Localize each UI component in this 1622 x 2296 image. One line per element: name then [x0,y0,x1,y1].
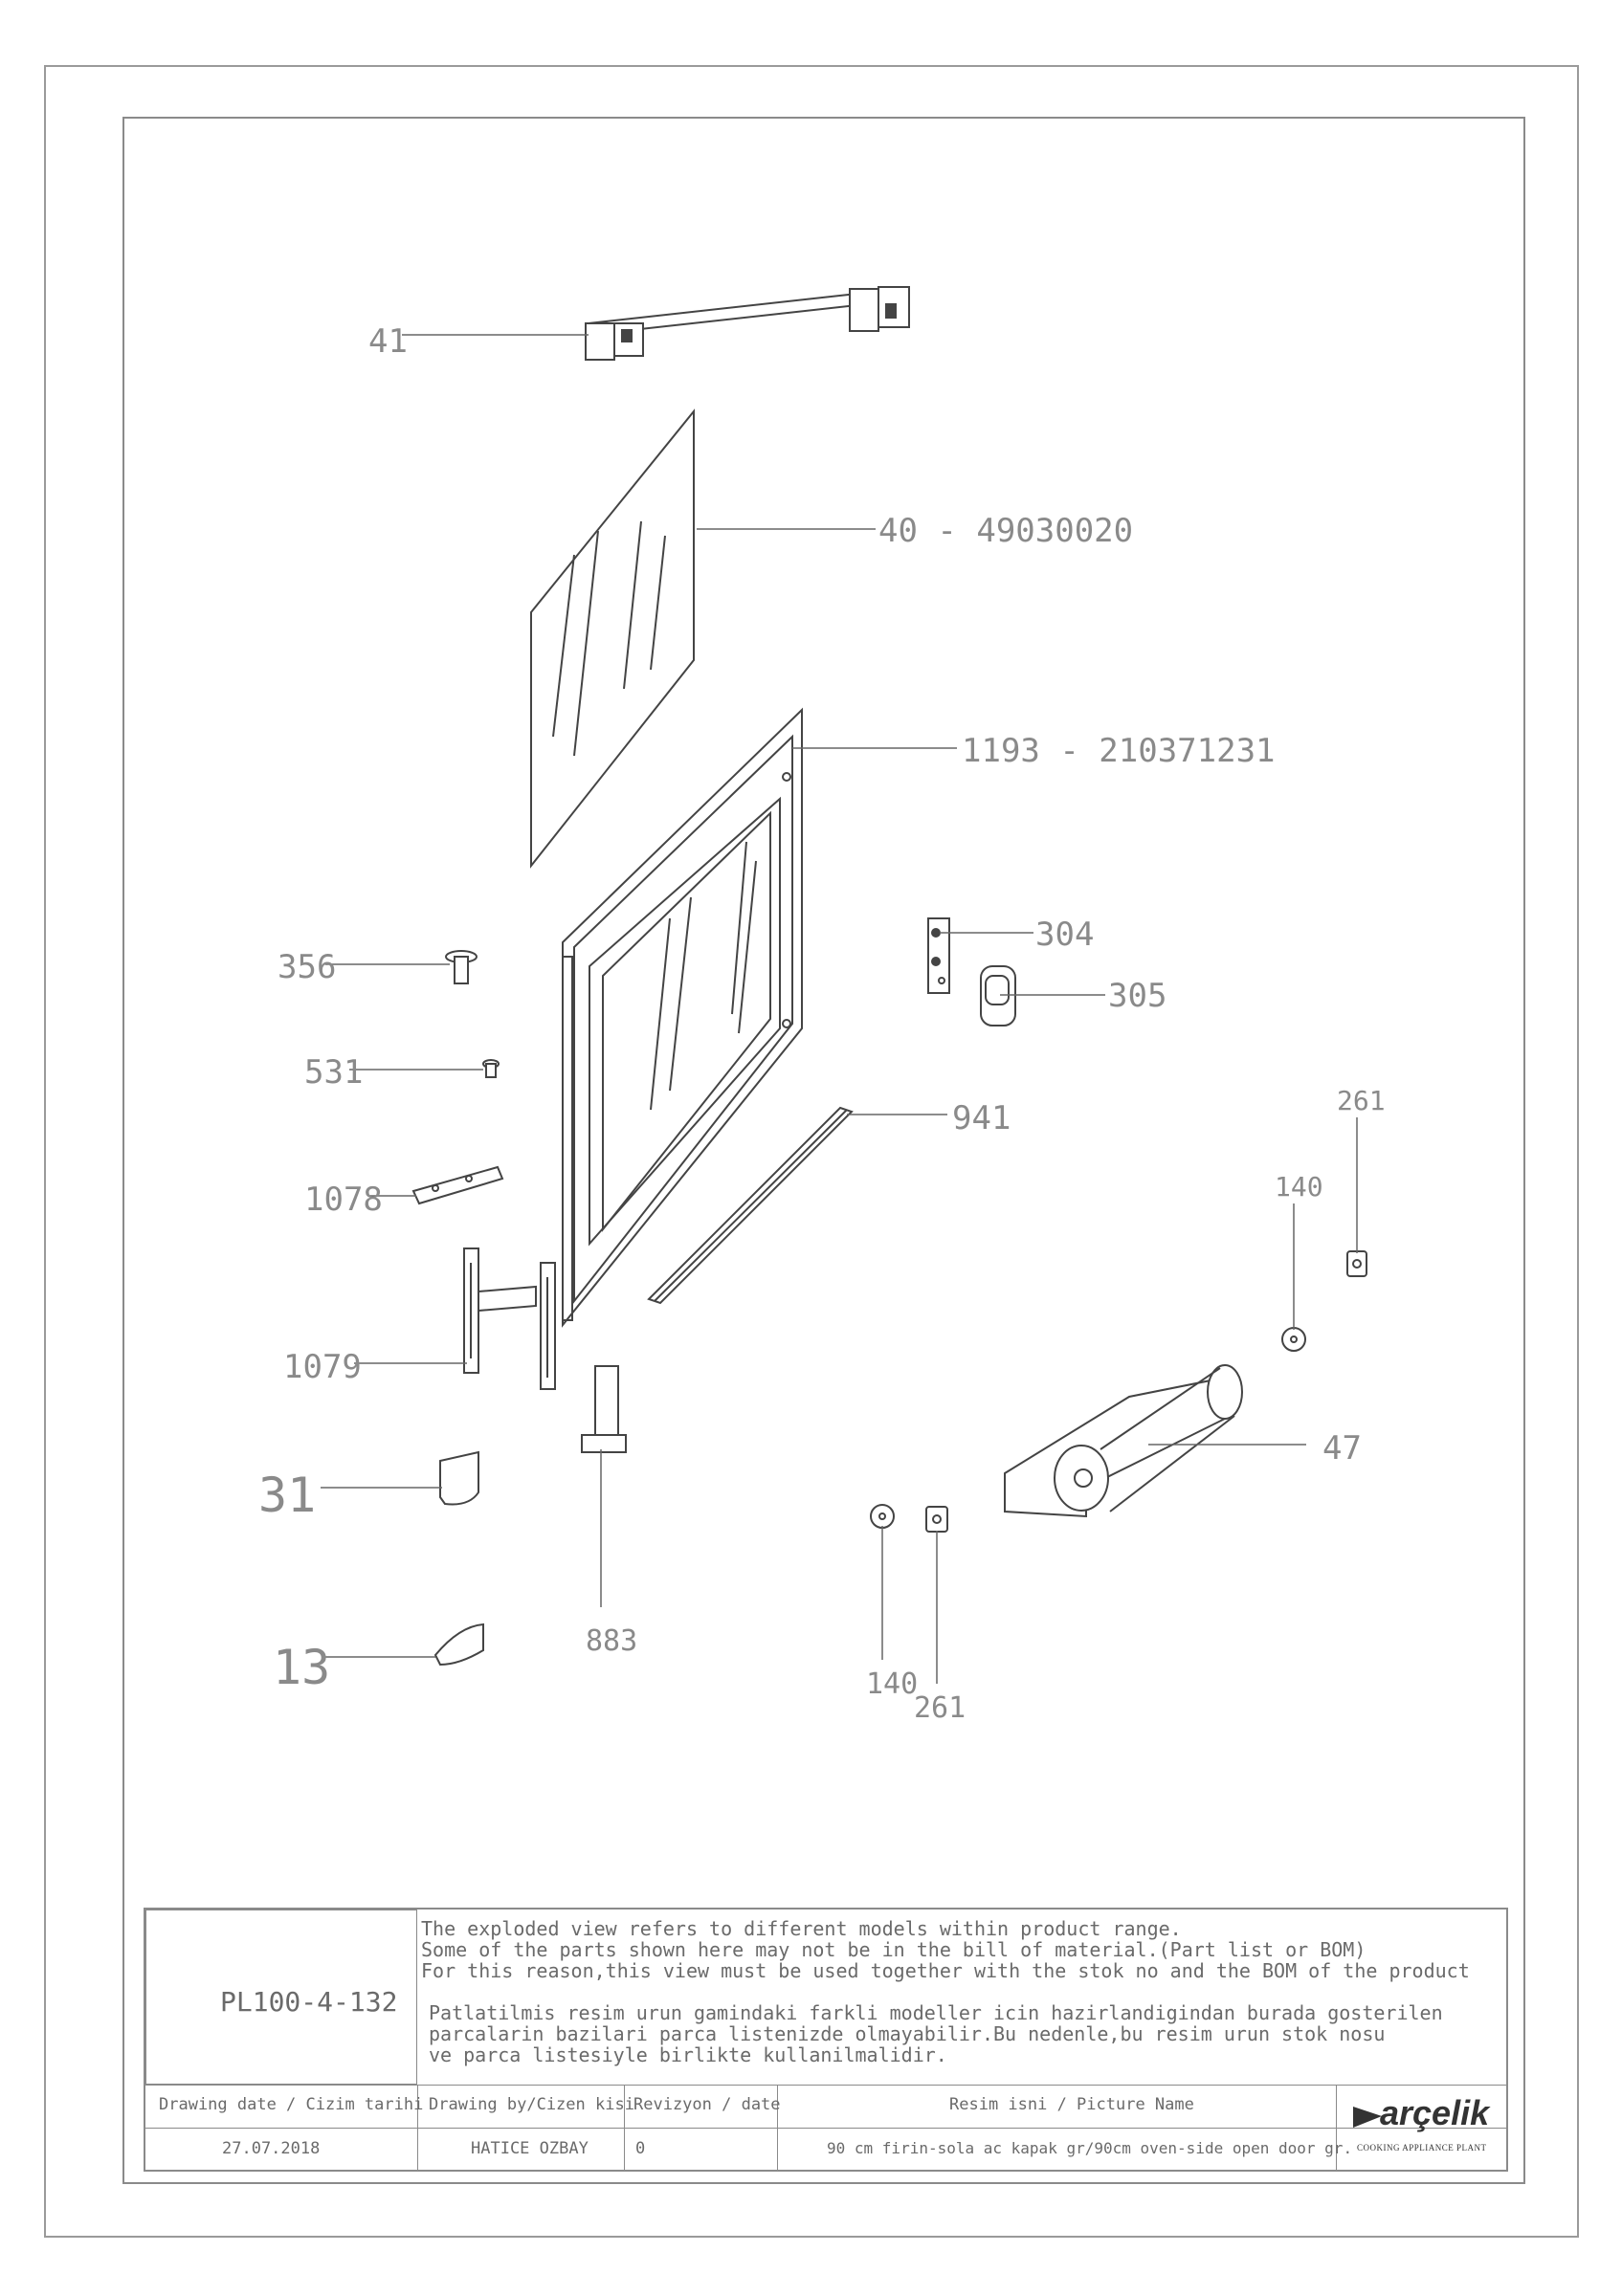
part-883 [581,1365,627,1453]
part-label-883: 883 [586,1624,637,1658]
part-label-941: 941 [952,1099,1011,1137]
part-label-1079: 1079 [283,1348,362,1386]
drawing-frame [122,117,1525,2184]
part-label-261b: 261 [914,1691,966,1725]
note-en-1: The exploded view refers to different mo… [421,1917,1182,1940]
part-label-356: 356 [278,948,336,986]
note-tr-2: parcalarin bazilari parca listenizde olm… [429,2022,1386,2045]
title-block: PL100-4-132 The exploded view refers to … [144,1908,1508,2172]
logo-brand: arçelik [1380,2093,1490,2132]
part-label-13: 13 [273,1640,330,1695]
part-label-40: 40 - 49030020 [878,512,1133,550]
note-en-3: For this reason,this view must be used t… [421,1959,1470,1982]
part-label-31: 31 [258,1468,316,1523]
part-304-bracket [927,917,950,994]
note-tr-3: ve parca listesiyle birlikte kullanilmal… [429,2043,947,2066]
sheet-border [44,65,1579,2238]
picture-name: 90 cm firin-sola ac kapak gr/90cm oven-s… [827,2139,1353,2157]
part-label-140a: 140 [1275,1171,1323,1203]
part-label-261a: 261 [1337,1085,1386,1116]
part-label-140b: 140 [866,1667,918,1701]
drawn-by-label: Drawing by/Cizen kisi [429,2095,634,2114]
part-label-41: 41 [368,322,408,361]
part-label-1193: 1193 - 210371231 [962,732,1276,770]
part-356 [445,950,478,984]
drawn-by: HATICE OZBAY [471,2139,589,2158]
part-label-305: 305 [1108,977,1167,1015]
drawing-date-label: Drawing date / Cizim tarihi [159,2095,424,2114]
logo-subtitle: COOKING APPLIANCE PLANT [1357,2143,1487,2152]
picture-name-label: Resim isni / Picture Name [949,2095,1194,2114]
arcelik-logo-mark-icon [1353,2107,1382,2128]
arcelik-logo: arçelik COOKING APPLIANCE PLANT [1347,2093,1500,2166]
part-label-1078: 1078 [304,1181,383,1219]
part-1079 [463,1247,556,1390]
leader-lines [321,334,1358,1684]
part-31 [439,1450,479,1506]
note-tr-1: Patlatilmis resim urun gamindaki farkli … [429,2001,1443,2024]
part-305-latch [980,965,1016,1027]
revision-label: Revizyon / date [633,2095,781,2114]
part-941-strip [647,1106,854,1305]
part-label-47: 47 [1322,1429,1362,1468]
drawing-date: 27.07.2018 [222,2139,321,2158]
part-13 [433,1623,484,1667]
part-label-531: 531 [304,1053,363,1092]
part-40-glass [530,408,695,869]
part-261-nuts [925,1250,1367,1533]
drawing-number-cell [145,1910,417,2085]
revision: 0 [635,2139,646,2158]
part-531 [482,1059,500,1078]
note-en-2: Some of the parts shown here may not be … [421,1938,1366,1961]
part-1078 [411,1165,504,1205]
part-41-top-bar [585,286,910,361]
part-1193-door [562,707,803,1328]
part-47-handle [1004,1364,1243,1518]
drawing-number: PL100-4-132 [220,1986,398,2018]
part-label-304: 304 [1035,916,1094,954]
